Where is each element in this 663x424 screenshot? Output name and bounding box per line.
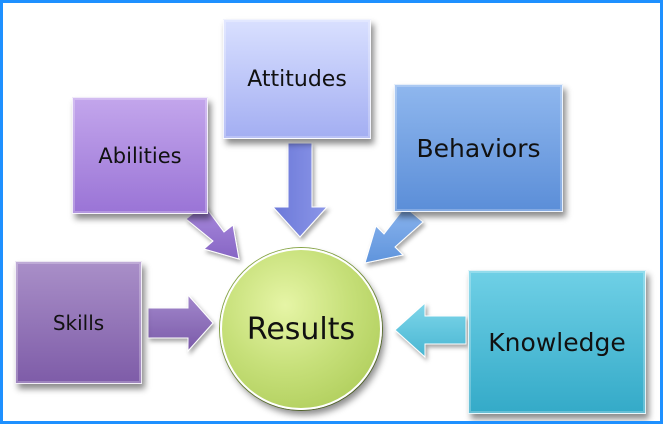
node-skills-label: Skills bbox=[52, 310, 105, 335]
node-skills: Skills bbox=[15, 261, 142, 384]
node-abilities: Abilities bbox=[72, 97, 208, 214]
node-attitudes-label: Attitudes bbox=[247, 66, 347, 92]
arrow-skills bbox=[147, 293, 214, 353]
node-knowledge-label: Knowledge bbox=[488, 327, 626, 357]
arrow-behaviors bbox=[364, 206, 424, 264]
node-knowledge: Knowledge bbox=[468, 270, 646, 414]
node-behaviors: Behaviors bbox=[394, 84, 563, 212]
node-behaviors-label: Behaviors bbox=[416, 133, 541, 163]
results-label: Results bbox=[246, 311, 356, 347]
arrows-layer bbox=[147, 142, 467, 359]
node-abilities-label: Abilities bbox=[98, 143, 182, 168]
node-attitudes: Attitudes bbox=[223, 19, 371, 139]
arrow-attitudes bbox=[271, 142, 329, 238]
arrow-knowledge bbox=[394, 301, 467, 359]
results-circle: Results bbox=[220, 248, 382, 410]
